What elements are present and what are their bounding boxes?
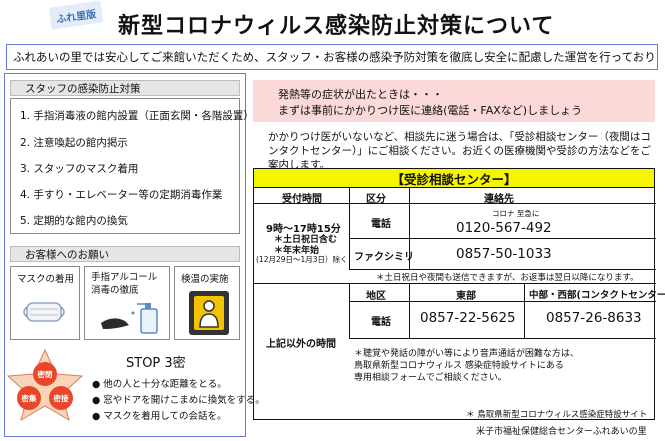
intro-text: ふれあいの里では安心してご来館いただくため、スタッフ・お客様の感染予防対策を徹底…: [13, 50, 658, 64]
midwest-number: 0857-26-8633: [546, 310, 642, 326]
table-rule: [349, 188, 350, 269]
stop3-bullet: ● 他の人と十分な距離をとる。: [92, 379, 227, 390]
staff-item: 1. 手指消毒液の館内設置（正面玄関・各階設置）: [20, 110, 254, 122]
request-mask: マスクの着用: [10, 266, 80, 340]
left-panel: [4, 73, 246, 437]
daytime-hours: 9時～17時15分: [266, 224, 341, 235]
thermal-camera-icon: [189, 291, 229, 335]
staff-item: 2. 注意喚起の館内掲示: [20, 137, 128, 149]
edition-badge: ふれ里版: [48, 0, 104, 30]
customer-heading: お客様へのお願い: [10, 246, 240, 262]
notice-line: 発熱等の症状が出たときは・・・: [278, 88, 443, 101]
tel-note: コロナ 至急に: [492, 209, 540, 218]
stop3-title: STOP 3密: [126, 356, 186, 371]
request-label: 手指アルコール: [91, 272, 158, 283]
mask-icon: [23, 302, 65, 322]
east-header: 東部: [456, 291, 476, 302]
area-header: 地区: [366, 291, 386, 302]
consultation-table: 受付時間 区分 連絡先 9時～17時15分 ＊土日祝日含む ＊年末年始 (12月…: [253, 188, 665, 420]
staff-heading: スタッフの感染防止対策: [10, 80, 240, 96]
star-label-crowded: 密集: [22, 393, 37, 403]
midwest-header: 中部・西部(コンタクトセンター): [529, 290, 665, 301]
header-time: 受付時間: [282, 194, 322, 205]
header-type: 区分: [366, 194, 386, 205]
tel-number: 0120-567-492: [456, 220, 552, 236]
east-number: 0857-22-5625: [420, 310, 516, 326]
star-label-closed: 密閉: [38, 369, 53, 379]
hearing-note: ＊聴覚や発話の障がい等により音声通話が困難な方は、: [354, 349, 579, 359]
table-rule: [349, 283, 350, 338]
daytime-note: ＊年末年始: [274, 246, 320, 256]
staff-item: 5. 定期的な館内の換気: [20, 215, 128, 227]
request-label: 消毒の徹底: [91, 285, 139, 296]
request-label: マスクの着用: [17, 274, 75, 285]
request-label: 検温の実施: [181, 274, 229, 285]
hearing-note: 鳥取県新型コロナウィルス 感染症特設サイトにある: [354, 361, 564, 371]
footer-source: ＊ 鳥取県新型コロナウィルス感染症特設サイト: [466, 410, 648, 420]
table-rule: [349, 301, 656, 302]
intro-banner: ふれあいの里では安心してご来館いただくため、スタッフ・お客様の感染予防対策を徹底…: [6, 44, 658, 70]
daytime-note: ＊土日祝日含む: [274, 235, 338, 245]
table-rule: [254, 283, 656, 284]
notice-paragraph: かかりつけ医がいないなど、相談先に迷う場合は、「受診相談センター（夜間はコンタク…: [268, 131, 652, 171]
stop3-bullet: ● 窓やドアを開けこまめに換気をする。: [92, 395, 265, 406]
request-sanitizer: 手指アルコール 消毒の徹底: [84, 266, 170, 340]
header-contact: 連絡先: [484, 194, 514, 205]
notice-line: まずは事前にかかりつけ医に連絡(電話・FAXなど)しましょう: [278, 104, 583, 117]
fax-number: 0857-50-1033: [456, 246, 552, 262]
footer-org: 米子市福祉保健総合センターふれあいの里: [476, 427, 647, 437]
after-hours-tel-label: 電話: [371, 317, 391, 328]
other-time: 上記以外の時間: [266, 339, 336, 350]
table-rule: [524, 283, 525, 338]
table-rule: [409, 188, 410, 269]
fax-note: ＊土日祝日や夜間も送信できますが、お返事は翌日以降になります。: [376, 273, 639, 283]
daytime-note: (12月29日～1月3日）除く: [256, 255, 348, 264]
staff-item: 4. 手すり・エレベーター等の定期消毒作業: [20, 189, 223, 201]
staff-item: 3. スタッフのマスク着用: [20, 163, 139, 175]
request-temperature: 検温の実施: [174, 266, 240, 340]
fax-label: ファクシミリ: [354, 252, 414, 263]
tel-label: 電話: [371, 219, 391, 230]
page-title: 新型コロナウィルス感染防止対策について: [118, 14, 555, 39]
center-title: 【受診相談センター】: [253, 168, 655, 188]
table-rule: [349, 269, 656, 270]
sanitizer-icon: [101, 303, 158, 334]
table-rule: [254, 203, 656, 204]
table-rule: [409, 283, 410, 338]
table-rule: [349, 338, 656, 339]
star-label-close-contact: 密接: [54, 393, 69, 403]
symptom-notice-box: [253, 80, 655, 122]
hearing-note: 専用相談フォームでご相談ください。: [354, 373, 507, 383]
stop3-bullet: ● マスクを着用しての会話を。: [92, 411, 227, 422]
table-rule: [349, 238, 656, 239]
staff-measures-box: [10, 98, 240, 234]
three-cs-star-icon: 密閉 密集 密接: [6, 348, 84, 422]
